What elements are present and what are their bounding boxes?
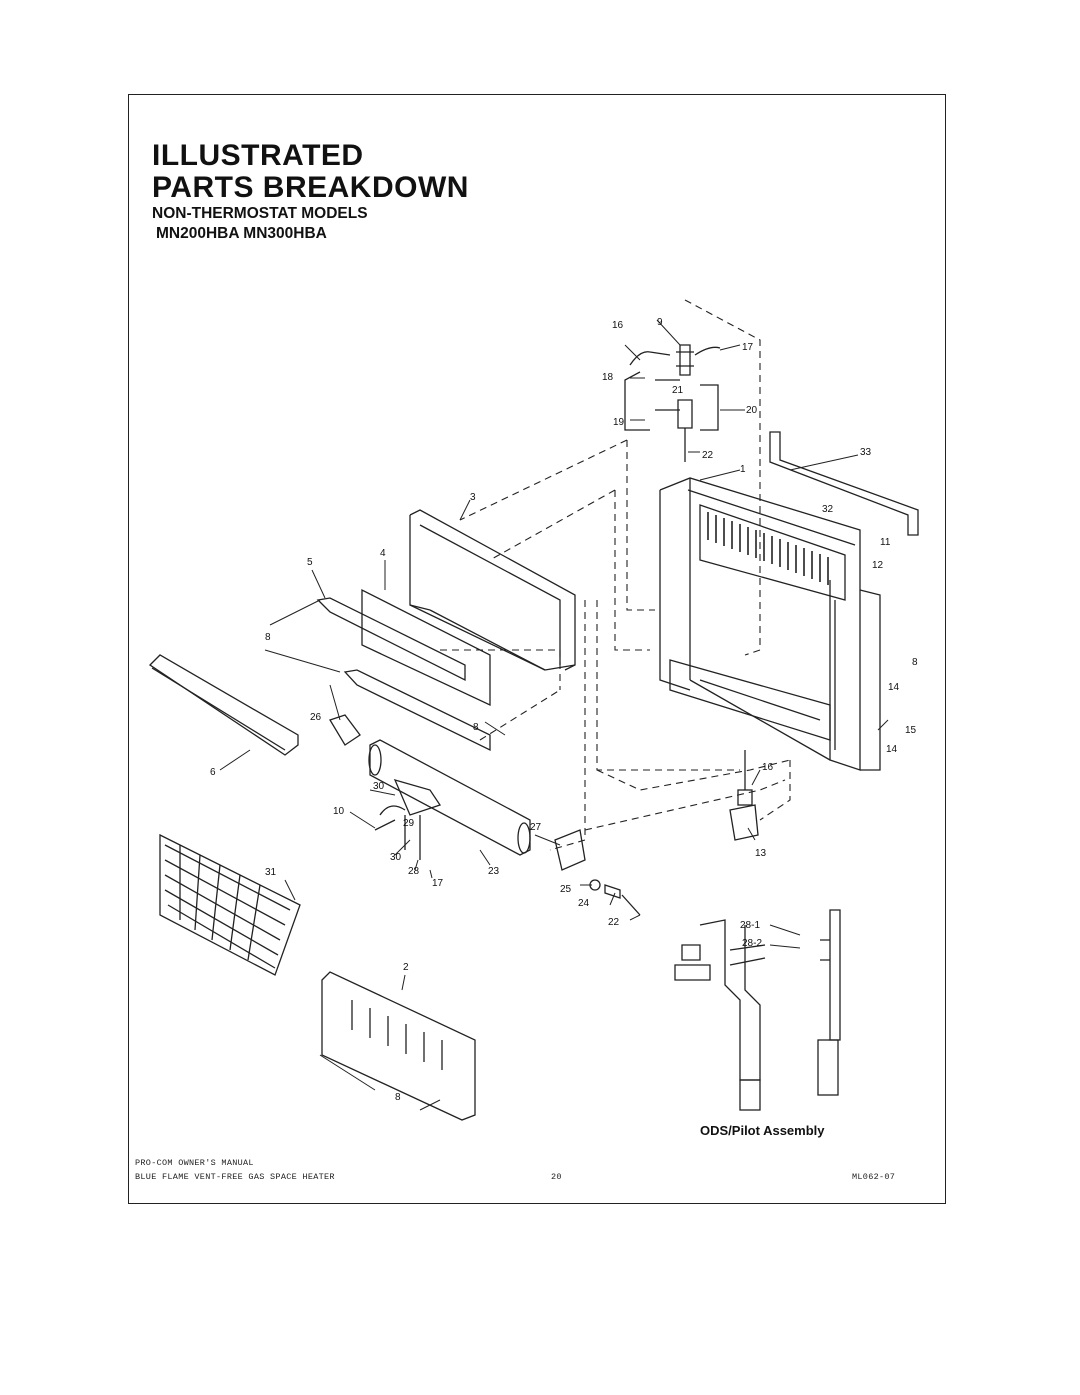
callout-label: 5 [307,557,313,568]
callout-label: 20 [746,405,758,416]
callout-label: 33 [860,447,872,458]
callout-label: 28 [408,866,420,877]
cabinet-louvers [707,512,829,585]
callout-label: 22 [608,917,620,928]
callout-label: 12 [872,560,884,571]
inlet-fittings [589,879,641,916]
title-line-2: PARTS BREAKDOWN [152,171,469,204]
callout-label: 8 [473,722,479,733]
heater-cabinet [659,477,881,771]
callout-label: 25 [560,884,572,895]
callout-label: 24 [578,898,590,909]
callout-label: 8 [395,1092,401,1103]
callout-label: 10 [333,806,345,817]
callout-label: 17 [432,878,444,889]
page-number: 20 [551,1172,562,1182]
callout-label: 4 [380,548,386,559]
callout-label: 13 [755,848,767,859]
page-border [128,94,946,1204]
burner-box [409,509,576,671]
callout-label: 15 [905,725,917,736]
valve-assembly [624,344,721,462]
callout-label: 30 [390,852,402,863]
callout-label: 28-2 [742,938,762,949]
callout-label: 32 [822,504,834,515]
burner-bracket [329,714,361,746]
burner-panel [361,588,491,707]
callout-label: 8 [912,657,918,668]
callout-label: 30 [373,781,385,792]
part-callouts: 16 9 17 18 21 20 19 22 33 1 3 32 11 12 5… [210,317,918,1103]
callout-label: 14 [888,682,900,693]
top-rail [316,597,466,682]
callout-label: 23 [488,866,500,877]
bottom-panel [321,971,476,1121]
callout-label: 11 [880,537,891,548]
callout-label: 1 [740,464,746,475]
callout-label: 6 [210,767,216,778]
model-numbers: MN200HBA MN300HBA [156,225,327,242]
callout-label: 22 [702,450,714,461]
callout-label: 21 [672,385,684,396]
assembly-dashed-lines [440,299,791,851]
callout-label: 27 [530,822,542,833]
ods-pilot-caption: ODS/Pilot Assembly [700,1123,825,1138]
callout-label: 29 [403,818,415,829]
ods-pilot-detail [674,909,841,1111]
pilot-parts [374,778,442,860]
footer-manual-title: PRO-COM OWNER'S MANUAL [135,1158,254,1168]
inlet-plate [554,829,586,871]
callout-label: 19 [613,417,625,428]
ods-pilot [729,750,759,841]
callout-label: 16 [762,762,774,773]
callout-label: 14 [886,744,898,755]
mounting-bracket [769,431,919,536]
callout-label: 2 [403,962,409,973]
callout-label: 28-1 [740,920,760,931]
callout-label: 8 [265,632,271,643]
subtitle: NON-THERMOSTAT MODELS [152,205,368,222]
title-line-1: ILLUSTRATED [152,139,364,172]
callout-label: 16 [612,320,624,331]
lower-rail [343,669,491,752]
callout-label: 9 [657,317,663,328]
safety-screen [159,833,301,976]
callout-label: 3 [470,492,476,503]
leader-lines [219,319,889,1111]
footer-product-name: BLUE FLAME VENT-FREE GAS SPACE HEATER [135,1172,335,1182]
callout-label: 17 [742,342,754,353]
burner-tube [368,739,531,856]
hood [148,654,299,756]
callout-label: 31 [265,867,277,878]
callout-label: 18 [602,372,614,383]
callout-label: 26 [310,712,322,723]
document-code: ML062-07 [852,1172,896,1182]
